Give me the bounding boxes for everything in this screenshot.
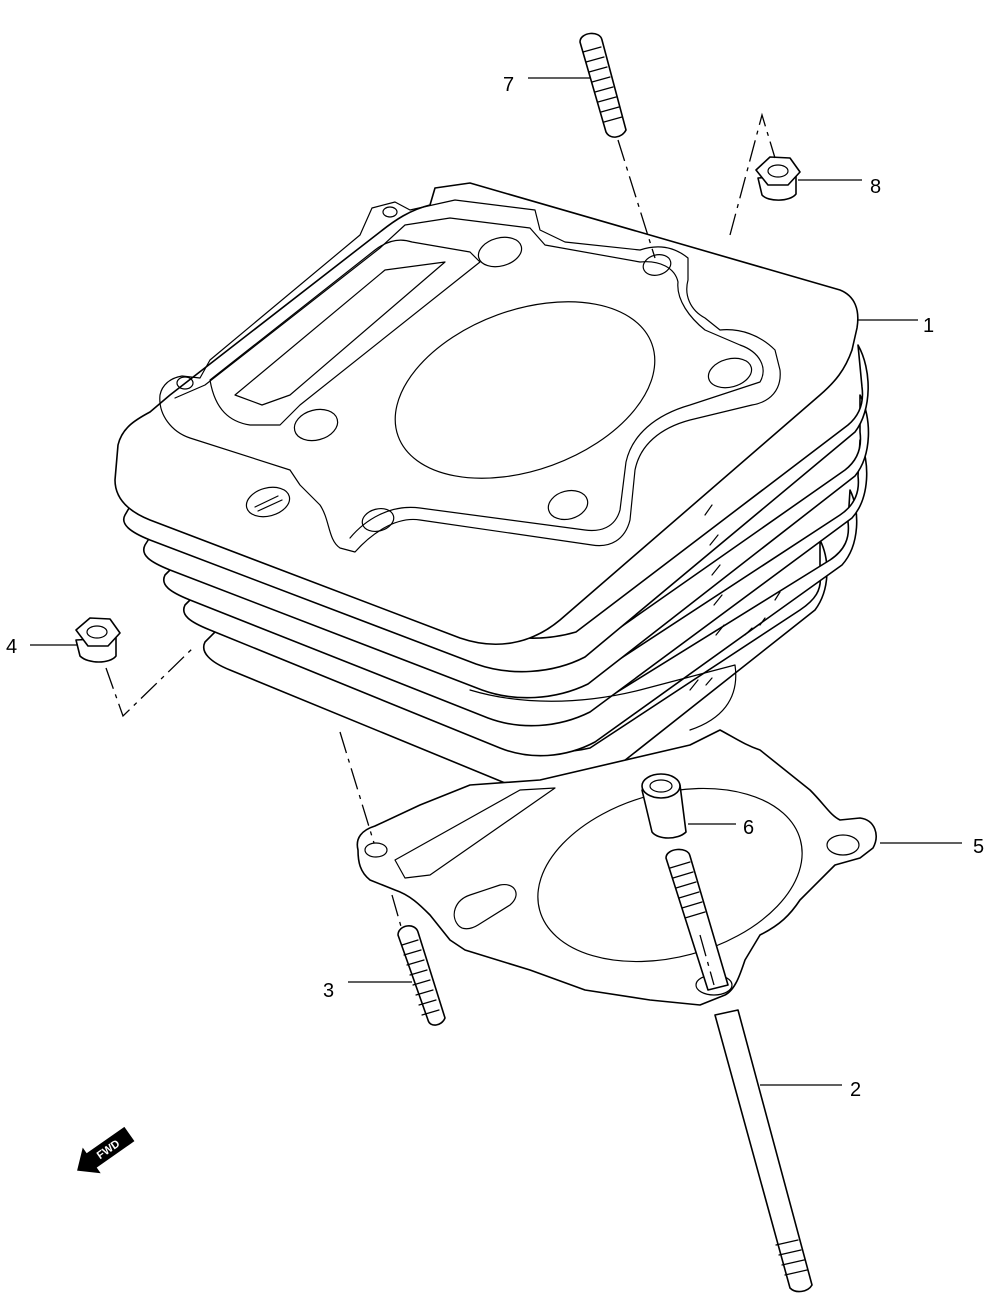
cylinder-top-face (114, 182, 859, 646)
top-stud-thread (582, 46, 623, 123)
assembly-line-3 (391, 894, 403, 931)
callout-5: 5 (973, 836, 984, 858)
forward-direction-arrow: FWD (77, 1126, 135, 1174)
cylinder-gasket-face (159, 199, 781, 553)
base-gasket-part (356, 729, 877, 1006)
nut-4-hex (75, 617, 121, 647)
dowel-pin-top (641, 773, 681, 799)
cylinder-bore (394, 301, 656, 479)
callout-4: 4 (6, 636, 17, 658)
long-stud-thread-lower (775, 1239, 808, 1276)
base-gasket-hole-2 (826, 834, 860, 856)
flange-nut-side (75, 617, 121, 663)
cylinder-deck-ridge (174, 217, 764, 539)
long-stud-upper (665, 848, 729, 991)
cam-chain-tunnel (209, 239, 481, 426)
stud-hole-4 (547, 489, 589, 521)
callout-6: 6 (743, 817, 754, 839)
long-stud-part (665, 848, 813, 1293)
callout-2: 2 (850, 1079, 861, 1101)
base-gasket-slot-oblong (453, 883, 517, 930)
leader-lines (30, 77, 962, 1086)
dowel-hole-1 (176, 376, 194, 390)
bolt-boss-side (245, 486, 291, 518)
callout-1: 1 (923, 315, 934, 337)
flange-nut-top (755, 156, 801, 201)
stud-hole-1 (477, 236, 523, 268)
callout-8: 8 (870, 176, 881, 198)
bolt-boss-detail (254, 495, 283, 512)
base-gasket-hole-1 (364, 842, 388, 858)
dowel-hole-2 (382, 206, 398, 218)
dowel-pin (641, 784, 687, 839)
long-stud-lower (714, 1009, 813, 1293)
dowel-pin-bore (649, 779, 673, 793)
cam-chain-tunnel-inner (234, 261, 446, 406)
fwd-arrow-shape (77, 1126, 135, 1174)
assembly-lines (105, 112, 776, 986)
short-stud-part (397, 925, 446, 1026)
nut-8-hex (755, 156, 801, 186)
assembly-line-base (339, 731, 375, 844)
nut-4-bore (86, 625, 108, 639)
callout-3: 3 (323, 980, 334, 1002)
top-stud-part (579, 32, 627, 138)
base-gasket-chain-slot (394, 787, 556, 879)
stud-hole-6 (361, 507, 395, 533)
base-gasket (356, 729, 877, 1006)
cylinder-base-skirt (469, 664, 737, 731)
nut-8-bore (767, 164, 789, 178)
top-stud (579, 32, 627, 138)
stud-hole-5 (293, 408, 339, 442)
dowel-pin-part (641, 773, 687, 839)
short-stud-thread (401, 939, 440, 1016)
stud-hole-3 (707, 357, 753, 389)
assembly-line-7 (617, 139, 656, 259)
assembly-line-4 (105, 645, 196, 718)
callout-labels: 1 2 3 4 5 6 7 8 (6, 74, 984, 1101)
long-stud-thread-upper (669, 861, 706, 919)
fin-detail-marks (689, 504, 781, 691)
assembly-line-2 (699, 934, 715, 986)
assembly-line-8 (729, 112, 776, 236)
cylinder-part (114, 182, 870, 793)
callout-7: 7 (503, 74, 514, 96)
